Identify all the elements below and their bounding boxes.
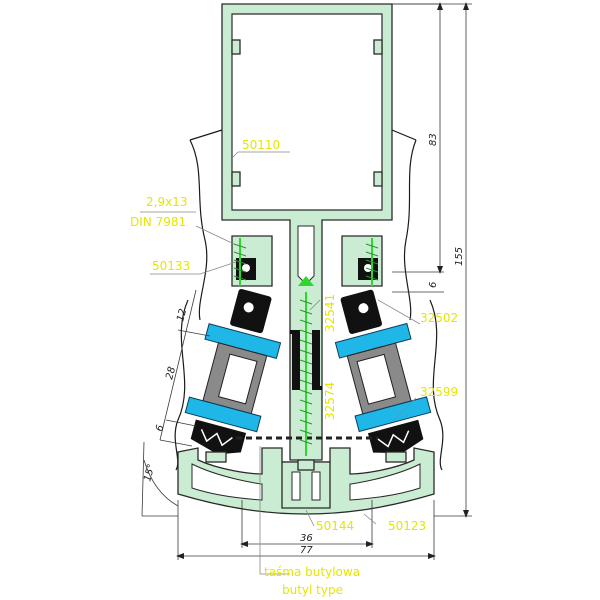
mullion-groove [373, 171, 383, 187]
dim-28: 28 [164, 366, 178, 381]
mullion-groove [373, 39, 383, 55]
dim-12: 12 [175, 308, 189, 323]
dim-83: 83 [428, 133, 439, 146]
label-50123: 50123 [388, 519, 426, 533]
label-32541: 32541 [323, 294, 337, 332]
leader-lines [140, 151, 421, 575]
note-butyl-pl: taśma butylowa [264, 565, 360, 579]
bottom-right-notch [385, 451, 407, 463]
note-butyl-en: butyl type [282, 583, 343, 597]
dim-15-degree: 15° [142, 463, 157, 483]
dim-6-right: 6 [428, 282, 439, 288]
mullion-profile [221, 3, 393, 461]
bottom-left-notch [205, 451, 227, 463]
label-50110: 50110 [242, 138, 280, 152]
right-screw [365, 238, 379, 286]
dim-36: 36 [300, 533, 313, 544]
mullion-groove [231, 171, 241, 187]
bottom-cap-head [297, 459, 315, 471]
center-pressure-plate [290, 330, 322, 390]
right-glass-edge [356, 353, 397, 405]
label-50144: 50144 [316, 519, 354, 533]
label-32574: 32574 [323, 382, 337, 420]
right-dimensions [392, 2, 472, 518]
right-glazing-unit [334, 289, 432, 454]
mullion-groove [231, 39, 241, 55]
left-spacer-bottom [184, 396, 262, 433]
label-50133: 50133 [152, 259, 190, 273]
center-screw [298, 276, 314, 456]
left-glass-edge [217, 353, 258, 405]
label-32599: 32599 [420, 385, 458, 399]
right-spacer-bottom [354, 396, 432, 433]
left-dimensions [141, 289, 211, 517]
dim-6-left: 6 [154, 424, 166, 433]
left-screw [233, 238, 247, 286]
dim-77: 77 [300, 545, 313, 556]
dim-155: 155 [454, 247, 465, 266]
wall-cut-lines [174, 129, 444, 471]
label-32502: 32502 [420, 311, 458, 325]
bottom-dimensions [176, 500, 436, 560]
right-clip-profile [341, 235, 383, 287]
label-screw-size: 2,9x13 [146, 195, 187, 209]
label-screw-std: DIN 7981 [130, 215, 186, 229]
bottom-cap-profile [281, 459, 331, 509]
left-glazing-unit [184, 289, 282, 455]
